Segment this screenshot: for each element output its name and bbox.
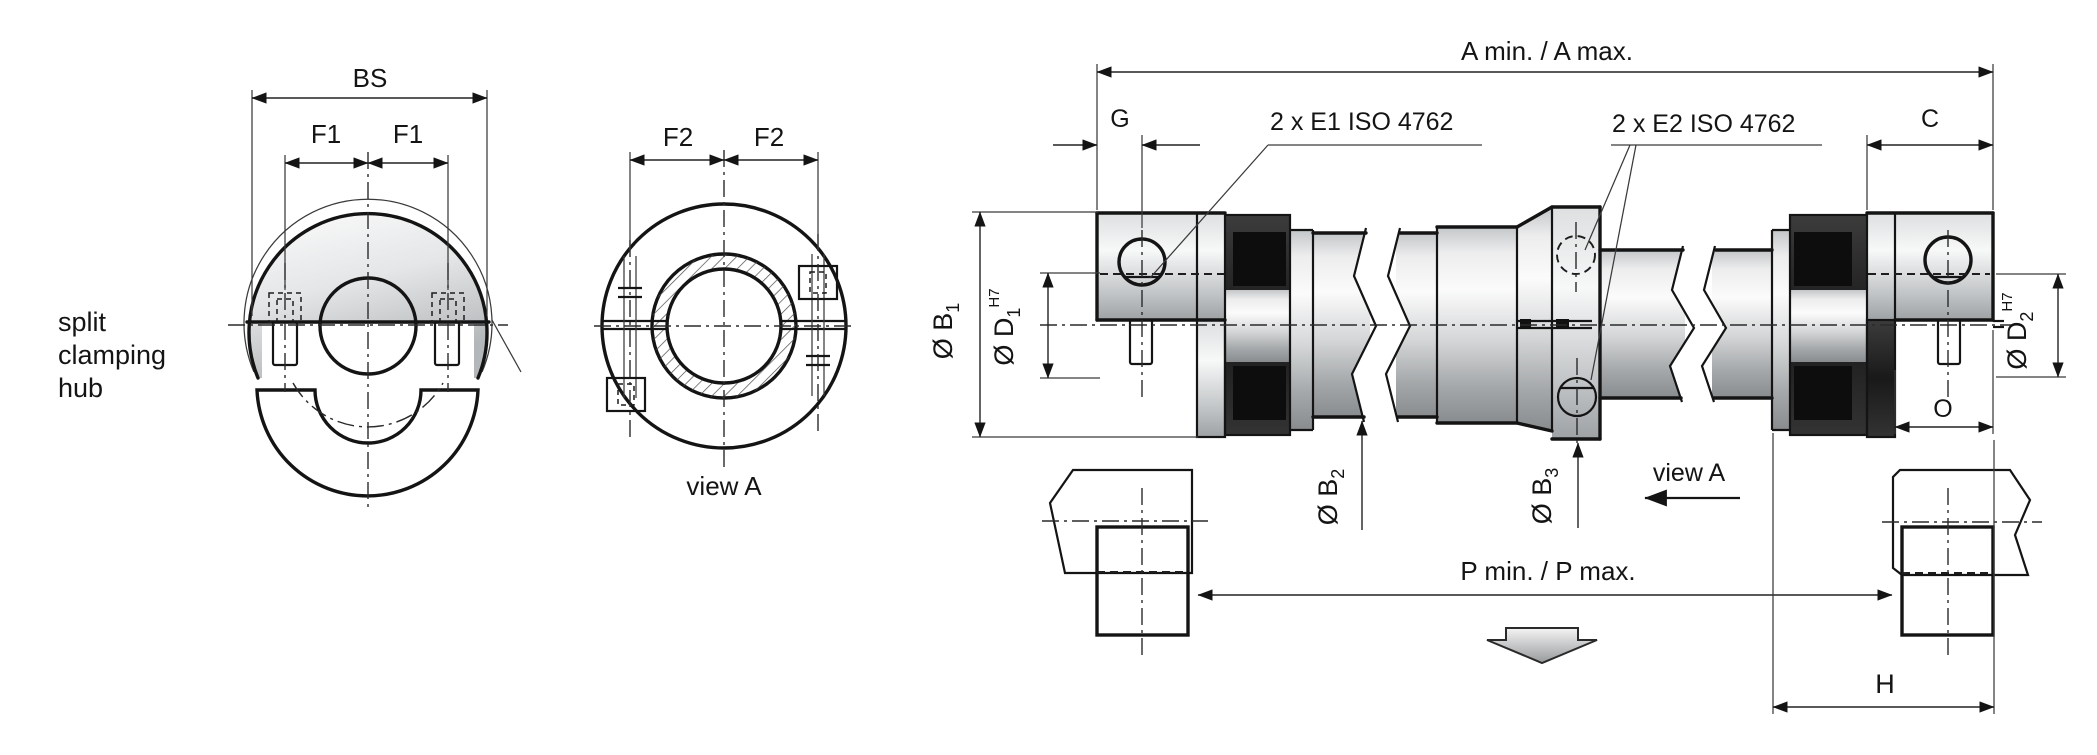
cone-top <box>1515 205 1554 229</box>
left-jaw-slot-top <box>1233 232 1286 286</box>
left-stub-plate <box>1048 468 1194 575</box>
b3-sub: 3 <box>1542 468 1562 478</box>
screw-head-left <box>605 376 647 413</box>
right-flange-lower <box>1867 320 1895 437</box>
b1-base: Ø B <box>928 313 958 360</box>
left-jaw-slot-bottom <box>1233 366 1286 420</box>
e2-leader-line2 <box>1590 144 1637 381</box>
dim-label-f1-right: F1 <box>393 119 423 149</box>
left-jaw-spider-band <box>1225 290 1290 362</box>
e2-leader-line1 <box>1584 144 1631 251</box>
dim-label-b2: Ø B2 <box>1313 469 1348 526</box>
b3-base: Ø B <box>1527 478 1557 525</box>
split-leader-line <box>491 319 522 373</box>
center-cone <box>1517 207 1552 431</box>
break-zigzag-l1 <box>1350 227 1378 423</box>
right-jaw-spider-band <box>1790 290 1867 362</box>
b1-sub: 1 <box>943 303 963 313</box>
e2-screw-hole-visible <box>1556 376 1598 418</box>
dim-label-o: O <box>1933 395 1952 423</box>
collar-slit-tick2 <box>1556 319 1569 329</box>
d1-sub: 1 <box>1004 308 1024 318</box>
e1-leader-line <box>1149 144 1269 279</box>
left-flange-lower <box>1197 320 1225 437</box>
screw-head-right-socket <box>809 271 827 294</box>
caption-split-line3: hub <box>58 373 103 403</box>
caption-split-line1: split <box>58 307 107 337</box>
dim-label-f2-left: F2 <box>663 122 693 152</box>
caption-split-line2: clamping <box>58 340 166 370</box>
cone-bottom <box>1515 421 1554 433</box>
left-clamp-screw <box>1128 318 1154 366</box>
right-sleeve-face <box>1772 230 1790 430</box>
right-jaw-slot-top <box>1794 232 1852 286</box>
view-a-direction-label: view A <box>1653 459 1726 487</box>
b2-sub: 2 <box>1328 469 1348 479</box>
dim-label-p: P min. / P max. <box>1460 556 1635 586</box>
dim-label-c: C <box>1921 105 1939 133</box>
d1-sup: H7 <box>986 288 1003 307</box>
caption-view-a: view A <box>686 471 762 501</box>
b2-base: Ø B <box>1313 479 1343 526</box>
d1-base: Ø D <box>989 318 1019 366</box>
right-clamp-screw <box>1936 318 1962 366</box>
collar-slit-tick1 <box>1520 319 1531 329</box>
shaft-break-gap-right <box>1670 244 1726 404</box>
label-e1-iso4762: 2 x E1 ISO 4762 <box>1270 108 1453 136</box>
dim-label-b3: Ø B3 <box>1527 468 1562 525</box>
break-zigzag-l2 <box>1384 227 1412 423</box>
d2-sub: 2 <box>2017 312 2037 322</box>
front-view-split-hub: BS F1 F1 split clamping hub <box>58 63 522 512</box>
d2-base: Ø D <box>2002 322 2032 370</box>
right-stub-plate <box>1891 468 2032 577</box>
break-zigzag-r2 <box>1700 245 1728 403</box>
dim-label-a: A min. / A max. <box>1461 36 1633 66</box>
break-zigzag-r1 <box>1668 245 1696 403</box>
right-jaw-slot-bottom <box>1794 366 1852 420</box>
dim-label-d2: Ø D2H7 <box>1999 292 2037 369</box>
clamp-screw-right <box>433 320 461 367</box>
dim-label-b1: Ø B1 <box>928 303 963 360</box>
direction-down-arrow-icon <box>1486 627 1598 665</box>
shaft-p-left <box>1600 250 1685 398</box>
dim-label-f2-right: F2 <box>754 122 784 152</box>
dim-label-d1: Ø D1H7 <box>986 288 1024 365</box>
dim-label-bs: BS <box>353 63 388 93</box>
front-view-a: F2 F2 view A <box>594 122 856 501</box>
dim-label-g: G <box>1110 105 1129 133</box>
hub-outer-thin-circle <box>243 198 493 373</box>
side-section-view: A min. / A max. G 2 x E1 ISO 4762 2 x E2… <box>928 36 2066 714</box>
left-sleeve-face <box>1290 230 1313 430</box>
dim-label-h: H <box>1875 669 1895 699</box>
dim-label-f1-left: F1 <box>311 119 341 149</box>
screw-head-left-socket <box>617 383 635 406</box>
split-hub-lower-half <box>255 388 480 498</box>
right-hub-section <box>1867 213 1993 320</box>
label-e2-iso4762: 2 x E2 ISO 4762 <box>1612 110 1795 138</box>
d2-sup: H7 <box>1999 292 2016 311</box>
